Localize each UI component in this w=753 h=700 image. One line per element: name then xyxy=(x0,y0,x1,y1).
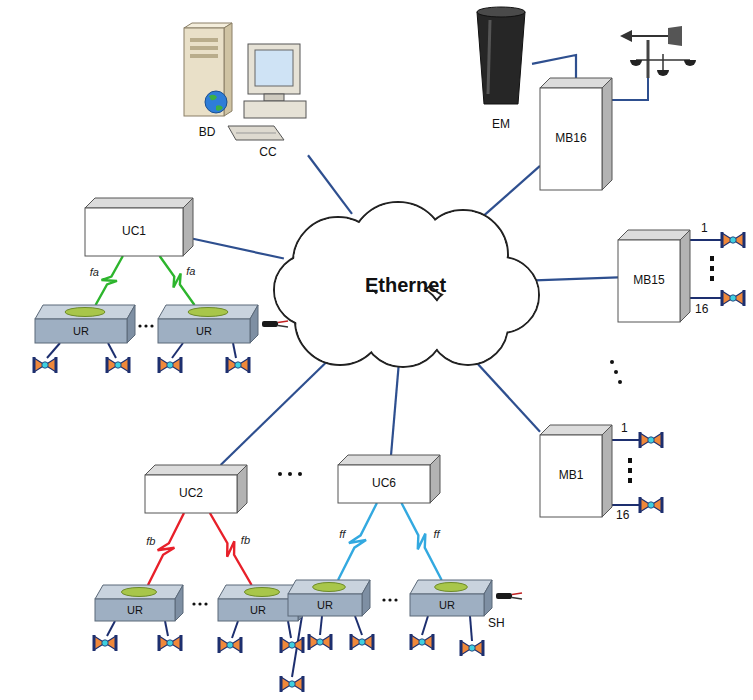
text-block: UC1 xyxy=(85,208,183,256)
network-link xyxy=(193,239,284,259)
node-label: UR xyxy=(439,599,455,612)
frequency-label: ff xyxy=(337,528,347,540)
radio-link xyxy=(402,503,442,580)
controller-box: UC6 xyxy=(338,455,440,503)
node-label: MB16 xyxy=(555,132,586,146)
node-label: UR xyxy=(73,325,89,338)
network-link xyxy=(308,155,352,214)
radio-link xyxy=(148,513,184,585)
node-label: MB1 xyxy=(559,469,584,483)
network-link xyxy=(535,277,618,280)
node-outline xyxy=(470,4,532,136)
module-box: MB1 xyxy=(540,425,612,517)
text-block: UC2 xyxy=(145,475,237,513)
node-label: UR xyxy=(317,599,333,612)
text-block: MB16 xyxy=(540,88,602,190)
radio-link xyxy=(338,503,377,580)
module-box: MB15 xyxy=(618,230,690,322)
node-label: UR xyxy=(127,604,143,617)
node-label: UR xyxy=(196,325,212,338)
radio-link xyxy=(96,256,123,305)
remote-unit: UR xyxy=(410,580,492,616)
node-label: EM xyxy=(492,118,510,132)
text-block: BD xyxy=(176,122,238,144)
text-block: UR xyxy=(288,594,362,616)
node-label: UC1 xyxy=(122,225,146,239)
text-block: UC6 xyxy=(338,465,430,503)
node-label: CC xyxy=(259,146,276,160)
node-label: UR xyxy=(250,604,266,617)
radio-link xyxy=(160,256,195,305)
frequency-label: fa xyxy=(184,265,197,277)
node-label: Ethernet xyxy=(365,274,446,297)
port-number: 1 xyxy=(701,222,708,235)
frequency-label: fb xyxy=(239,534,252,546)
network-link xyxy=(478,166,540,221)
network-link xyxy=(391,363,399,455)
weather-station: EM xyxy=(470,4,532,136)
network-cloud: Ethernet xyxy=(268,200,543,370)
node-label: BD xyxy=(199,126,216,140)
frequency-label: ff xyxy=(432,528,442,540)
module-box: MB16 xyxy=(540,78,612,190)
node-outline xyxy=(158,305,258,343)
remote-unit: UR xyxy=(158,305,258,343)
text-block: UR xyxy=(95,599,175,621)
control-computer: CC xyxy=(228,40,308,164)
remote-unit: UR xyxy=(95,585,183,621)
frequency-label: fa xyxy=(88,266,101,278)
valve-symbols xyxy=(34,232,744,692)
port-number: 16 xyxy=(695,303,708,316)
valve-legs xyxy=(47,240,722,677)
text-block: CC xyxy=(228,142,308,164)
radio-link xyxy=(210,513,252,585)
network-link xyxy=(532,55,576,78)
text-block: EM xyxy=(470,114,532,136)
text-block: UR xyxy=(35,319,127,343)
text-block: Ethernet xyxy=(268,200,543,370)
text-block: UR xyxy=(218,599,298,621)
node-label: UC6 xyxy=(372,477,396,491)
remote-unit: UR xyxy=(288,580,370,616)
sensor-label: SH xyxy=(488,617,505,630)
network-link xyxy=(221,351,338,465)
controller-box: UC1 xyxy=(85,198,193,256)
port-number: 1 xyxy=(621,422,628,435)
text-block: MB1 xyxy=(540,435,602,517)
text-block: MB15 xyxy=(618,240,680,322)
node-outline xyxy=(35,305,135,343)
text-block: UR xyxy=(158,319,250,343)
anemometer xyxy=(612,26,696,100)
remote-unit: UR xyxy=(35,305,135,343)
port-number: 16 xyxy=(616,509,629,522)
node-label: UC2 xyxy=(179,487,203,501)
network-link xyxy=(468,353,540,431)
node-label: MB15 xyxy=(633,274,664,288)
text-block: UR xyxy=(410,594,484,616)
controller-box: UC2 xyxy=(145,465,247,513)
frequency-label: fb xyxy=(144,535,157,547)
